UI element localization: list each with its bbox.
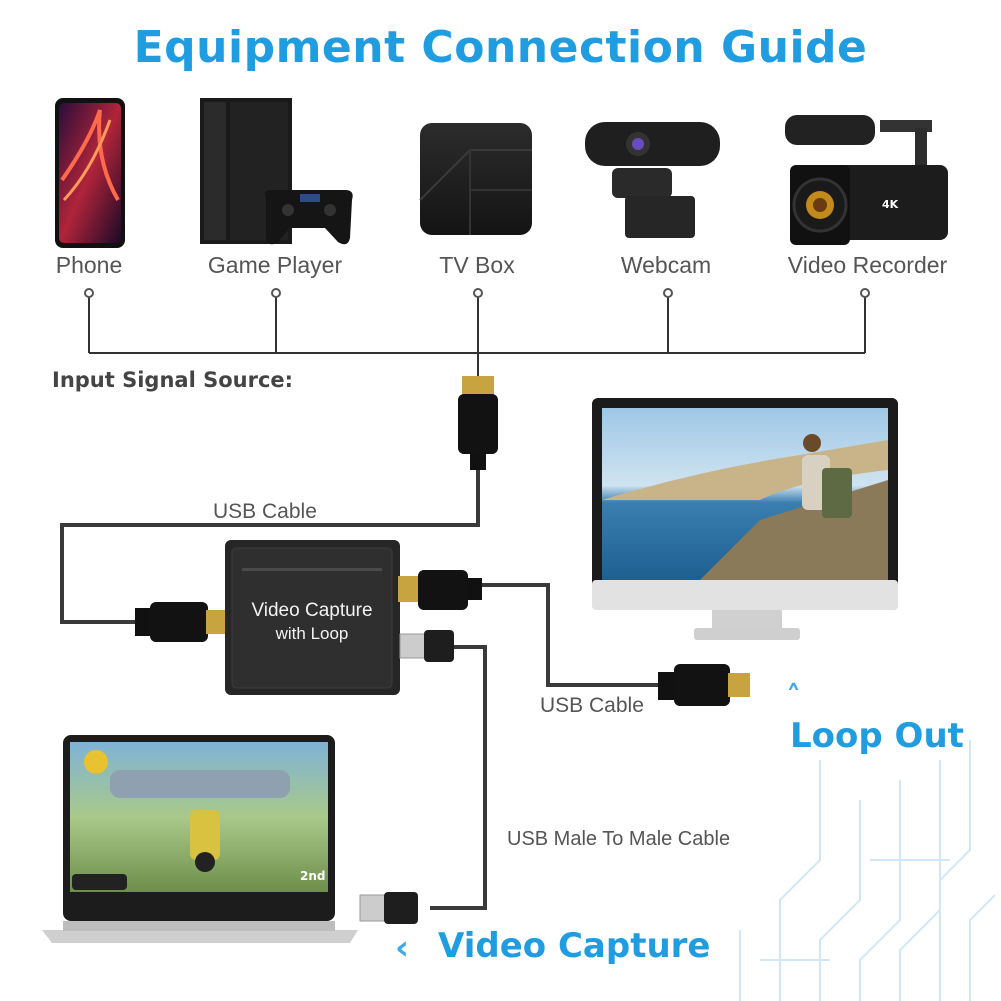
camera-badge: 4K bbox=[882, 198, 899, 211]
device-label-phone: Phone bbox=[55, 252, 123, 278]
phone-icon bbox=[55, 98, 125, 248]
input-signal-label: Input Signal Source: bbox=[52, 368, 294, 392]
hdmi-plug-top bbox=[458, 376, 498, 470]
usb-plug-laptop bbox=[359, 892, 418, 924]
laptop-badge: 2nd bbox=[300, 869, 325, 883]
device-label-video-recorder: Video Recorder bbox=[787, 252, 948, 278]
device-label-tv-box: TV Box bbox=[439, 252, 515, 278]
video-capture-label: Video Capture bbox=[438, 926, 711, 966]
capture-box-line2: with Loop bbox=[275, 624, 349, 643]
loop-out-arrow-icon: ˄ bbox=[786, 680, 801, 715]
hdmi-plug-out bbox=[398, 570, 482, 610]
hdmi-plug-monitor bbox=[658, 664, 750, 706]
laptop-icon: 2nd bbox=[42, 735, 358, 943]
loop-out-label: Loop Out bbox=[790, 716, 964, 756]
page-title: Equipment Connection Guide bbox=[133, 22, 868, 73]
game-console-icon bbox=[200, 98, 353, 245]
source-connector-dots bbox=[84, 288, 870, 298]
usb-plug-box bbox=[399, 630, 454, 662]
source-connector-lines bbox=[88, 293, 866, 378]
capture-box-icon bbox=[225, 540, 400, 695]
monitor-icon bbox=[592, 398, 898, 640]
video-capture-arrow-icon: ‹ bbox=[395, 928, 410, 968]
device-label-webcam: Webcam bbox=[620, 252, 712, 278]
webcam-icon bbox=[585, 122, 720, 238]
circuit-pattern bbox=[739, 740, 996, 1001]
cable-label-right: USB Cable bbox=[540, 694, 644, 717]
video-camera-icon: 4K bbox=[785, 115, 948, 245]
capture-box-line1: Video Capture bbox=[251, 600, 373, 621]
cable-label-top: USB Cable bbox=[213, 500, 317, 523]
hdmi-plug-left bbox=[135, 602, 226, 642]
cable-label-bottom: USB Male To Male Cable bbox=[507, 828, 731, 850]
tv-box-icon bbox=[419, 123, 532, 235]
cables bbox=[60, 470, 660, 910]
device-label-game-player: Game Player bbox=[207, 252, 343, 278]
